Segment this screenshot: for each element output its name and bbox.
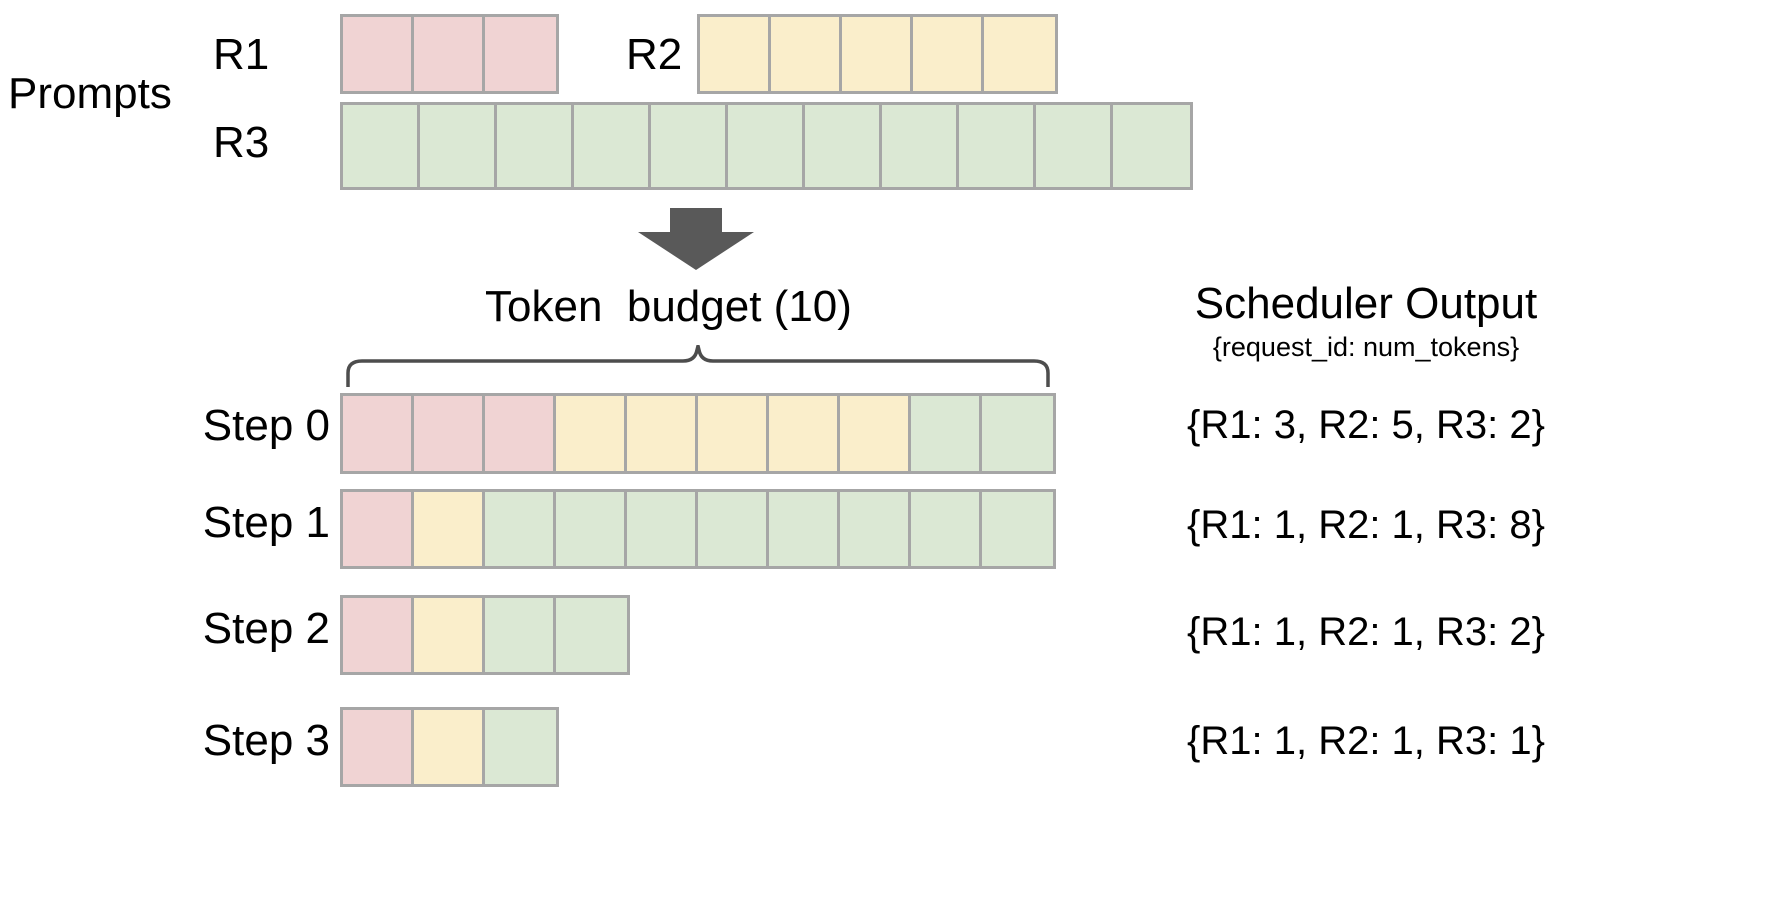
token-cell (771, 17, 842, 91)
request-label-r2: R2 (626, 30, 683, 79)
step-label-3: Step 3 (202, 716, 330, 765)
token-cell (485, 710, 556, 784)
prompts-section-label: Prompts (8, 69, 172, 118)
token-cell (728, 105, 805, 187)
token-cell (959, 105, 1036, 187)
step-token-strip-3 (340, 707, 559, 787)
scheduler-output-row-2: {R1: 1, R2: 1, R3: 2} (1187, 610, 1545, 654)
token-cell (769, 396, 840, 471)
step-token-strip-0 (340, 393, 1056, 474)
token-cell (556, 598, 627, 672)
token-cell (698, 396, 769, 471)
request-label-r1: R1 (213, 30, 270, 79)
curly-brace-icon (345, 344, 1051, 389)
scheduler-output-row-3: {R1: 1, R2: 1, R3: 1} (1187, 719, 1545, 763)
token-cell (805, 105, 882, 187)
token-cell (769, 492, 840, 566)
token-cell (343, 492, 414, 566)
token-budget-label: Token budget (10) (485, 282, 852, 331)
token-cell (414, 396, 485, 471)
token-cell (556, 492, 627, 566)
scheduler-output-subtitle: {request_id: num_tokens} (1212, 332, 1520, 362)
token-cell (343, 396, 414, 471)
token-cell (343, 17, 414, 91)
scheduler-output-row-0: {R1: 3, R2: 5, R3: 2} (1187, 403, 1545, 447)
token-cell (698, 492, 769, 566)
token-cell (982, 492, 1053, 566)
token-cell (911, 396, 982, 471)
token-cell (984, 17, 1055, 91)
prompt-token-strip-r2 (697, 14, 1058, 94)
token-cell (485, 598, 556, 672)
token-cell (627, 492, 698, 566)
token-cell (414, 17, 485, 91)
token-cell (414, 492, 485, 566)
token-cell (913, 17, 984, 91)
token-cell (343, 105, 420, 187)
prompt-token-strip-r1 (340, 14, 559, 94)
token-cell (497, 105, 574, 187)
token-cell (556, 396, 627, 471)
token-cell (485, 492, 556, 566)
token-cell (882, 105, 959, 187)
request-label-r3: R3 (213, 118, 270, 167)
token-cell (840, 396, 911, 471)
prompt-token-strip-r3 (340, 102, 1193, 190)
arrow-down-icon (638, 208, 754, 270)
token-cell (485, 17, 556, 91)
token-cell (420, 105, 497, 187)
token-cell (414, 598, 485, 672)
token-cell (840, 492, 911, 566)
token-cell (842, 17, 913, 91)
step-token-strip-2 (340, 595, 630, 675)
token-cell (485, 396, 556, 471)
token-cell (414, 710, 485, 784)
step-label-2: Step 2 (202, 604, 330, 653)
token-cell (651, 105, 728, 187)
scheduler-output-title: Scheduler Output (1194, 279, 1538, 328)
token-cell (574, 105, 651, 187)
scheduler-output-row-1: {R1: 1, R2: 1, R3: 8} (1187, 503, 1545, 547)
token-cell (700, 17, 771, 91)
token-cell (982, 396, 1053, 471)
token-cell (911, 492, 982, 566)
token-cell (343, 598, 414, 672)
token-cell (627, 396, 698, 471)
step-token-strip-1 (340, 489, 1056, 569)
step-label-0: Step 0 (202, 401, 330, 450)
token-cell (1036, 105, 1113, 187)
token-cell (343, 710, 414, 784)
step-label-1: Step 1 (202, 498, 330, 547)
token-cell (1113, 105, 1190, 187)
